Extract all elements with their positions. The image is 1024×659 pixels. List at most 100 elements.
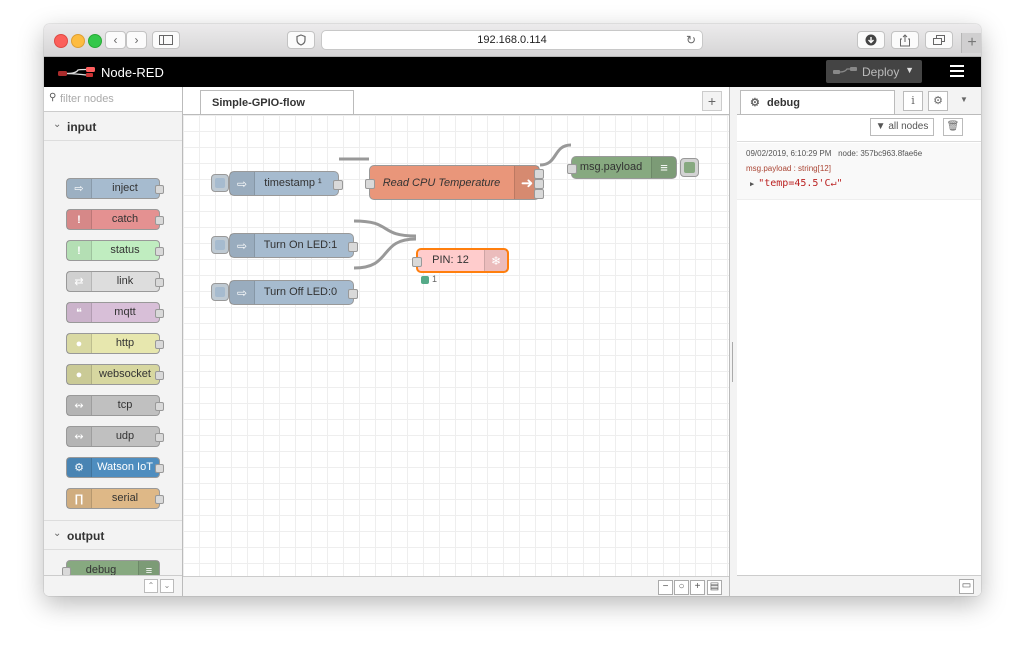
- alert-icon: !: [67, 241, 92, 260]
- debug-message[interactable]: 09/02/2019, 6:10:29 PM node: 357bc963.8f…: [737, 143, 981, 200]
- flow-node-label: Turn Off LED:0: [263, 286, 338, 298]
- zoom-reset-button[interactable]: ○: [674, 580, 689, 595]
- add-flow-button[interactable]: +: [702, 91, 722, 111]
- minimize-window-button[interactable]: [71, 34, 85, 48]
- flow-node-turn-on-led[interactable]: ⇨ Turn On LED:1: [229, 233, 358, 258]
- filter-icon: ▼: [875, 121, 886, 132]
- shield-button[interactable]: [287, 31, 315, 49]
- flow-node-turn-off-led[interactable]: ⇨ Turn Off LED:0: [229, 280, 358, 305]
- flow-node-pin-12[interactable]: PIN: 12 ❄: [412, 248, 509, 273]
- output-port: [155, 495, 164, 504]
- bridge-icon: ↭: [67, 427, 92, 446]
- debug-tab-button[interactable]: ⚙: [928, 91, 948, 111]
- output-port: [155, 433, 164, 442]
- inject-trigger-button[interactable]: [211, 283, 229, 301]
- flow-node-label: Turn On LED:1: [263, 239, 338, 251]
- palette-footer: ⌃ ⌄: [44, 575, 182, 596]
- output-port[interactable]: [348, 242, 358, 252]
- forward-button[interactable]: ›: [126, 31, 147, 49]
- info-tab-button[interactable]: i: [903, 91, 923, 111]
- tab-debug[interactable]: ⚙ debug: [740, 90, 895, 114]
- close-window-button[interactable]: [54, 34, 68, 48]
- main-menu-button[interactable]: [950, 65, 964, 77]
- expand-all-button[interactable]: ⌄: [160, 579, 174, 593]
- debug-value-text: "temp=45.5'C↵": [758, 178, 843, 189]
- output-port[interactable]: [333, 180, 343, 190]
- chevron-left-icon: ‹: [113, 33, 118, 47]
- palette-node-udp[interactable]: ↭ udp: [66, 426, 164, 447]
- zoom-out-button[interactable]: −: [658, 580, 673, 595]
- debug-toggle-button[interactable]: [680, 158, 699, 177]
- reload-icon[interactable]: ↻: [685, 33, 696, 47]
- output-port: [155, 278, 164, 287]
- input-port[interactable]: [412, 257, 422, 267]
- inject-trigger-button[interactable]: [211, 174, 229, 192]
- inject-trigger-button[interactable]: [211, 236, 229, 254]
- clear-debug-button[interactable]: 🗑: [943, 118, 963, 136]
- shield-icon: [296, 34, 306, 46]
- raspberry-icon: ❄: [484, 250, 507, 271]
- back-button[interactable]: ‹: [105, 31, 126, 49]
- drag-handle[interactable]: [732, 342, 733, 382]
- filter-nodes-input[interactable]: ⚲ filter nodes: [44, 87, 182, 112]
- palette-node-websocket[interactable]: ● websocket: [66, 364, 164, 385]
- download-icon: [865, 34, 877, 46]
- flow-node-label: PIN: 12: [432, 254, 469, 266]
- palette-node-label: status: [110, 244, 140, 256]
- status-text: 1: [432, 274, 438, 284]
- deploy-button[interactable]: Deploy ▼: [826, 60, 922, 83]
- menu-icon-bar: [950, 70, 964, 72]
- palette-node-label: inject: [112, 182, 138, 194]
- palette-node-tcp[interactable]: ↭ tcp: [66, 395, 164, 416]
- sidebar-toggle-button[interactable]: [152, 31, 180, 49]
- palette-node-watson-iot[interactable]: ⚙ Watson IoT: [66, 457, 164, 478]
- palette-node-label: serial: [111, 492, 139, 504]
- palette-node-status[interactable]: ! status: [66, 240, 164, 261]
- flow-node-timestamp[interactable]: ⇨ timestamp ¹: [229, 171, 343, 196]
- output-port: [155, 309, 164, 318]
- popout-sidebar-button[interactable]: ▭: [959, 579, 974, 594]
- workspace-tab-bar: Simple-GPIO-flow +: [183, 87, 729, 115]
- palette-node-inject[interactable]: ⇨ inject: [66, 178, 164, 199]
- caret-down-icon[interactable]: ▼: [905, 65, 914, 75]
- output-port[interactable]: [348, 289, 358, 299]
- new-tab-button[interactable]: +: [961, 33, 981, 53]
- palette-node-mqtt[interactable]: ❝ mqtt: [66, 302, 164, 323]
- flow-node-label: timestamp ¹: [264, 177, 322, 189]
- zoom-window-button[interactable]: [88, 34, 102, 48]
- category-output-header[interactable]: ⌄ output: [44, 520, 182, 550]
- zoom-in-button[interactable]: +: [690, 580, 705, 595]
- category-input-header[interactable]: ⌄ input: [44, 112, 182, 141]
- input-port[interactable]: [365, 179, 375, 189]
- filter-label: all nodes: [888, 121, 929, 132]
- debug-message-value[interactable]: ▶"temp=45.5'C↵": [750, 178, 843, 189]
- filter-placeholder: filter nodes: [60, 93, 114, 105]
- palette-node-catch[interactable]: ! catch: [66, 209, 164, 230]
- palette-node-serial[interactable]: ∏ serial: [66, 488, 164, 509]
- flow-node-msg-payload[interactable]: msg.payload ≡: [567, 156, 677, 179]
- palette-node-http[interactable]: ● http: [66, 333, 164, 354]
- debug-node-id[interactable]: node: 357bc963.8fae6e: [838, 149, 923, 158]
- output-port-2[interactable]: [534, 179, 544, 189]
- downloads-button[interactable]: [857, 31, 885, 49]
- expand-triangle-icon[interactable]: ▶: [750, 180, 755, 188]
- collapse-all-button[interactable]: ⌃: [144, 579, 158, 593]
- debug-message-meta: 09/02/2019, 6:10:29 PM node: 357bc963.8f…: [746, 149, 922, 158]
- output-port-3[interactable]: [534, 189, 544, 199]
- bug-icon: ⚙: [933, 95, 943, 107]
- share-button[interactable]: [891, 31, 919, 49]
- sidebar-tabs-menu-button[interactable]: ▼: [955, 91, 973, 111]
- output-port-1[interactable]: [534, 169, 544, 179]
- input-port[interactable]: [567, 164, 577, 174]
- chevron-right-icon: ›: [134, 33, 139, 47]
- palette-node-link[interactable]: ⇄ link: [66, 271, 164, 292]
- filter-all-nodes-button[interactable]: ▼ all nodes: [870, 118, 934, 136]
- address-bar[interactable]: 192.168.0.114 ↻: [321, 30, 703, 50]
- flow-canvas[interactable]: ⇨ timestamp ¹ Read CPU Temperature ➜ msg…: [183, 115, 729, 576]
- tabs-overview-button[interactable]: [925, 31, 953, 49]
- navigator-button[interactable]: ▤: [707, 580, 722, 595]
- tab-simple-gpio-flow[interactable]: Simple-GPIO-flow: [200, 90, 354, 114]
- flow-node-read-cpu-temperature[interactable]: Read CPU Temperature ➜: [365, 165, 544, 200]
- tabs-icon: [933, 35, 945, 45]
- output-port: [155, 464, 164, 473]
